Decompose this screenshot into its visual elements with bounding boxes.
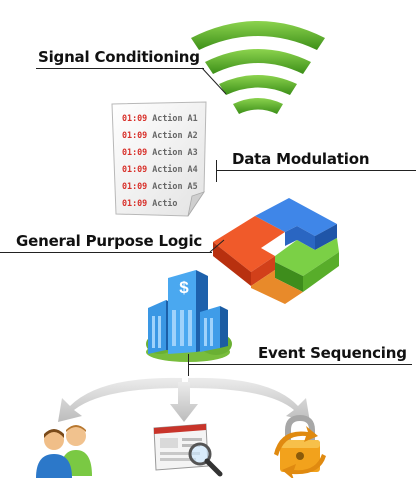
log-line: 01:09 Action A3 [122, 147, 198, 157]
log-action: Action A5 [152, 181, 198, 191]
distribution-arrows [40, 368, 330, 428]
data-modulation-label: Data Modulation [232, 150, 370, 168]
general-purpose-logic-label: General Purpose Logic [16, 232, 203, 250]
log-time: 01:09 [122, 164, 148, 174]
general-purpose-logic-connector [208, 236, 228, 256]
signal-conditioning-label: Signal Conditioning [38, 48, 200, 66]
signal-conditioning-connector [200, 60, 230, 100]
lock-sync-icon [270, 414, 330, 478]
log-time: 01:09 [122, 181, 148, 191]
log-line: 01:09 Actio [122, 198, 177, 208]
bank-building-icon: $ [140, 268, 240, 364]
data-modulation-tick [216, 160, 217, 182]
building-sign: $ [179, 278, 189, 297]
signal-conditioning-rule [36, 68, 204, 69]
event-sequencing-tick [188, 354, 189, 376]
wifi-signal-icon [183, 10, 333, 122]
web-browser-search-icon [150, 420, 226, 478]
event-sequencing-rule [188, 364, 412, 365]
log-line: 01:09 Action A4 [122, 164, 198, 174]
log-time: 01:09 [122, 198, 148, 208]
log-time: 01:09 [122, 113, 148, 123]
log-time: 01:09 [122, 130, 148, 140]
log-action: Action A3 [152, 147, 198, 157]
users-icon [34, 420, 98, 478]
event-sequencing-label: Event Sequencing [258, 344, 407, 362]
log-action: Action A2 [152, 130, 198, 140]
general-purpose-logic-rule [0, 252, 212, 253]
log-line: 01:09 Action A5 [122, 181, 198, 191]
data-modulation-rule [216, 170, 416, 171]
log-action: Action A4 [152, 164, 198, 174]
logic-blocks-icon [205, 198, 343, 310]
log-line: 01:09 Action A2 [122, 130, 198, 140]
log-action: Action A1 [152, 113, 198, 123]
document-log-icon: 01:09 Action A1 01:09 Action A2 01:09 Ac… [108, 100, 212, 220]
log-line: 01:09 Action A1 [122, 113, 198, 123]
log-time: 01:09 [122, 147, 148, 157]
log-action: Actio [152, 198, 178, 208]
